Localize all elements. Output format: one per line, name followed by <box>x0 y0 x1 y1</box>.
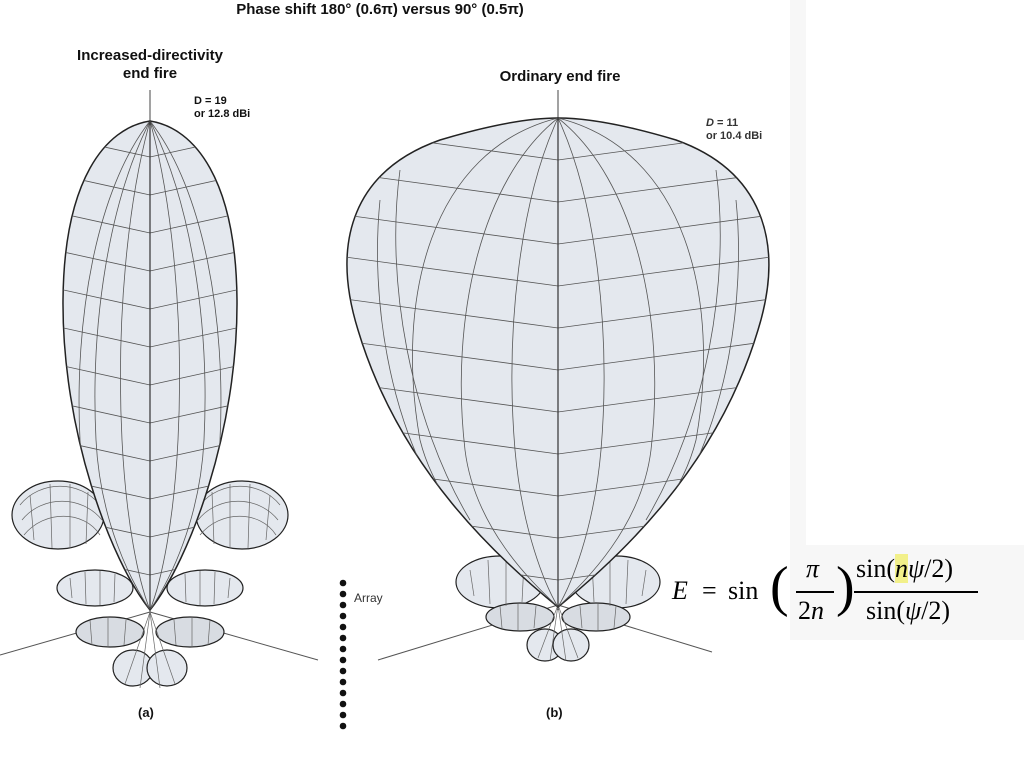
array-element-dot <box>339 711 347 719</box>
figure-b-directivity: D = 11 or 10.4 dBi <box>706 117 762 143</box>
formula-denominator-prefix: sin( <box>866 596 905 625</box>
figure-a-directivity-dbi: or 12.8 dBi <box>194 108 251 120</box>
formula-equals: = <box>702 576 717 605</box>
figure-b-directivity-number: = 11 <box>713 117 739 129</box>
figure-a-title-line1: Increased-directivity <box>77 47 223 64</box>
figure-b-title: Ordinary end fire <box>499 68 621 85</box>
formula-denominator-suffix: /2) <box>921 596 951 625</box>
figure-a-title: Increased-directivity end fire <box>30 47 270 83</box>
figure-b-directivity-dbi: or 10.4 dBi <box>706 130 763 142</box>
side-lobe-a1-right <box>195 480 289 550</box>
array-element-dot <box>339 667 347 675</box>
formula-inner-denominator: 2n <box>798 596 824 626</box>
array-element-dot <box>339 722 347 730</box>
side-lobe-a3-left <box>75 616 145 648</box>
array-element-dot <box>339 645 347 653</box>
side-lobe-a2-right <box>166 569 244 607</box>
array-factor-formula: E = sin ( π 2n ) sin(nψ/2) sin(ψ/2) <box>668 552 988 632</box>
array-label: Array <box>354 591 383 605</box>
back-lobe-b-right <box>552 628 590 662</box>
formula-lhs: E <box>672 576 688 605</box>
array-element-dot <box>339 700 347 708</box>
back-lobe-a-right <box>146 649 188 687</box>
formula-inner-fraction-bar <box>796 591 834 593</box>
figure-a-directivity: D = 19 or 12.8 dBi <box>194 95 250 121</box>
formula-numerator-n: n <box>895 554 908 583</box>
formula-sin: sin <box>728 576 759 605</box>
array-dots <box>339 579 347 730</box>
side-lobe-b2-right <box>561 602 631 632</box>
array-element-dot <box>339 623 347 631</box>
figure-b-directivity-symbol: D <box>706 117 714 129</box>
figure-b-directivity-value: D = 11 <box>706 117 762 130</box>
figure-a-caption: (a) <box>138 705 154 720</box>
array-element-dot <box>339 689 347 697</box>
background-strip-inner <box>806 0 1024 545</box>
lobe-pattern-a <box>0 90 319 689</box>
page-title: Phase shift 180° (0.6π) versus 90° (0.5π… <box>236 1 524 18</box>
array-element-dot <box>339 590 347 598</box>
array-element-dot <box>339 601 347 609</box>
side-lobe-a1-left <box>11 480 105 550</box>
array-element-dot <box>339 612 347 620</box>
formula-denominator-psi: ψ <box>905 596 922 625</box>
formula-numerator-psi: ψ <box>908 554 925 583</box>
formula-denominator: sin(ψ/2) <box>866 596 950 626</box>
background-strip-bottom <box>790 640 1024 768</box>
formula-inner-denominator-coef: 2 <box>798 596 811 625</box>
formula-inner-denominator-var: n <box>811 596 824 625</box>
formula-open-paren: ( <box>770 556 789 618</box>
array-element-dot <box>339 579 347 587</box>
figure-b-caption: (b) <box>546 705 563 720</box>
figure-a-title-line2: end fire <box>122 65 178 82</box>
formula-numerator-suffix: /2) <box>924 554 954 583</box>
side-lobe-a2-left <box>56 569 134 607</box>
figure-a-directivity-value: D = 19 <box>194 95 227 107</box>
array-element-dot <box>339 634 347 642</box>
side-lobe-a3-right <box>155 616 225 648</box>
formula-fraction-bar <box>854 591 978 593</box>
array-element-dot <box>339 678 347 686</box>
formula-numerator: sin(nψ/2) <box>856 554 953 584</box>
array-element-dot <box>339 656 347 664</box>
formula-numerator-prefix: sin( <box>856 554 895 583</box>
formula-inner-numerator: π <box>806 554 820 583</box>
side-lobe-b2-left <box>485 602 555 632</box>
formula-close-paren: ) <box>836 556 855 618</box>
